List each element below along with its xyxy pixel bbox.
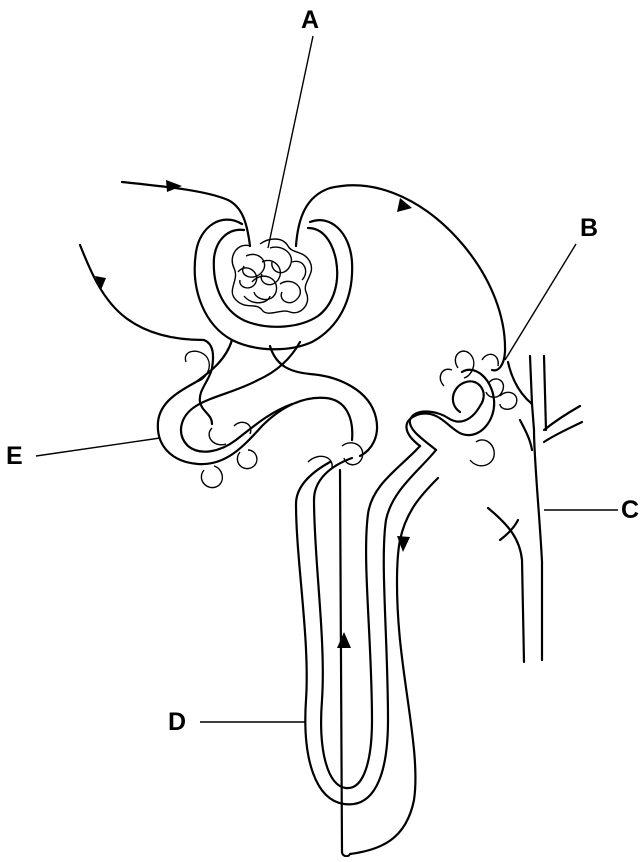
glomerulus bbox=[232, 239, 311, 313]
label-e: E bbox=[6, 444, 23, 469]
leader-line-b bbox=[505, 244, 576, 360]
renal-vein-branch bbox=[80, 245, 213, 424]
efferent-arteriole bbox=[296, 185, 505, 370]
leader-line-e bbox=[36, 438, 160, 456]
label-a: A bbox=[301, 8, 319, 33]
label-d: D bbox=[168, 710, 186, 735]
proximal-convoluted-tubule bbox=[158, 340, 377, 488]
loop-of-henle bbox=[296, 446, 438, 856]
afferent-arteriole bbox=[122, 180, 250, 246]
leader-line-a bbox=[268, 36, 313, 248]
label-c: C bbox=[621, 498, 639, 523]
collecting-duct bbox=[488, 356, 582, 662]
label-b: B bbox=[580, 216, 598, 241]
